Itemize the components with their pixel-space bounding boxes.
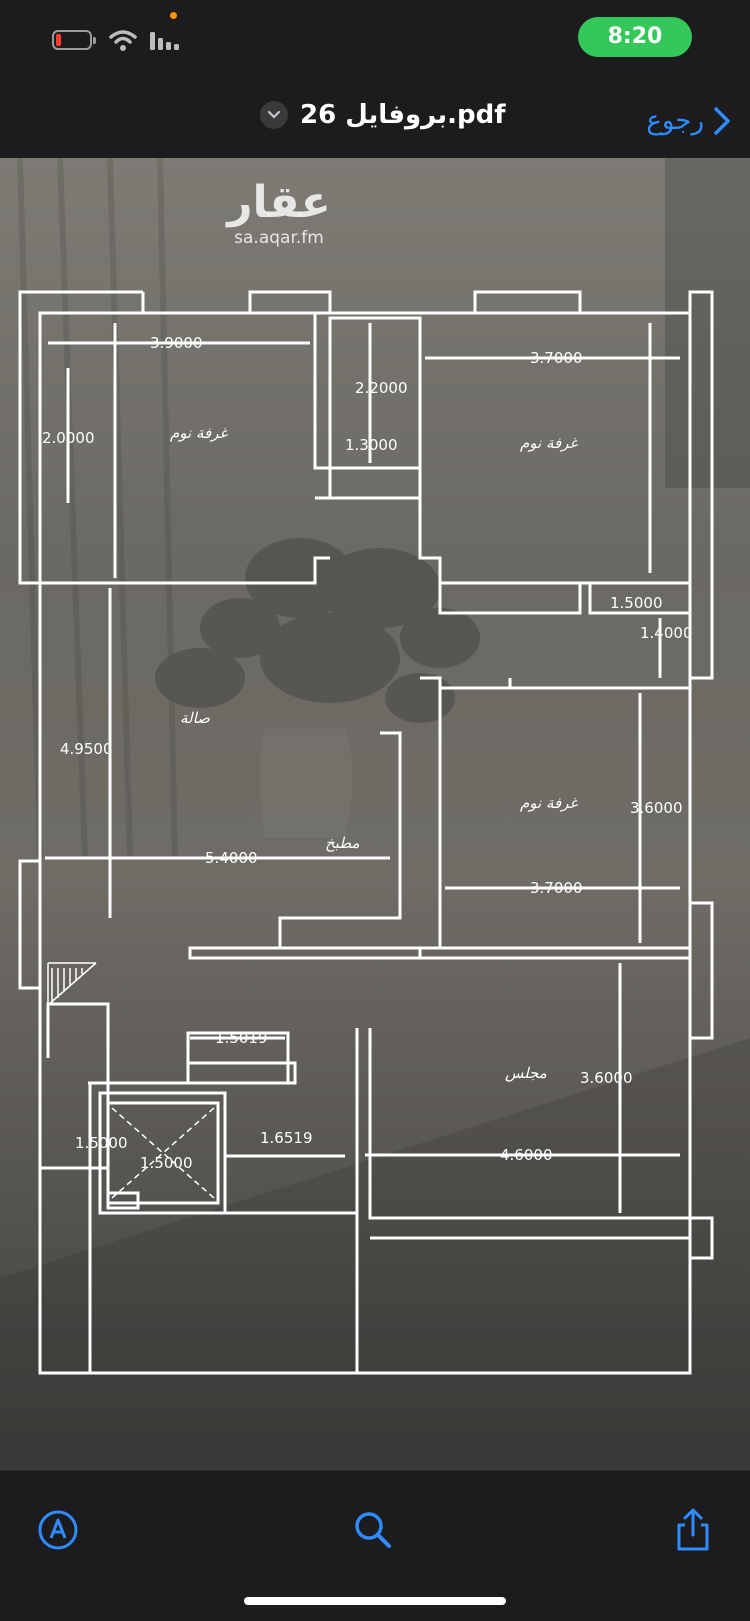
document-title-group[interactable]: بروفايل 26.pdf	[260, 100, 506, 130]
dim-label: 1.3000	[345, 436, 398, 454]
search-icon	[355, 1512, 391, 1548]
battery-icon	[52, 30, 96, 50]
room-label: غرفة نوم	[170, 424, 228, 442]
share-button[interactable]	[668, 1505, 718, 1555]
home-indicator[interactable]	[244, 1597, 506, 1605]
dim-label: 4.6000	[500, 1146, 553, 1164]
dim-label: 5.4000	[205, 849, 258, 867]
dim-label: 1.5000	[140, 1154, 193, 1172]
dim-label: 1.4000	[640, 624, 693, 642]
dim-label: 2.0000	[42, 429, 95, 447]
room-label: مطبخ	[325, 834, 360, 852]
dim-label: 1.5000	[75, 1134, 128, 1152]
dim-label: 1.6519	[260, 1129, 313, 1147]
share-icon	[677, 1508, 709, 1551]
pdf-page[interactable]: 3.9000 3.7000 2.2000 1.3000 2.0000 1.500…	[0, 158, 750, 1470]
wifi-icon	[109, 30, 137, 51]
back-button[interactable]: رجوع	[646, 98, 732, 144]
back-label: رجوع	[646, 106, 704, 136]
title-menu-button[interactable]	[260, 101, 288, 129]
dim-label: 4.9500	[60, 740, 113, 758]
watermark-url: sa.aqar.fm	[234, 228, 324, 248]
room-label: صالة	[180, 709, 210, 727]
background-photo	[0, 158, 750, 1470]
status-bar: 8:20	[0, 0, 750, 86]
bottom-toolbar	[0, 1470, 750, 1621]
dim-label: 3.6000	[580, 1069, 633, 1087]
room-label: مجلس	[505, 1064, 547, 1082]
privacy-indicator-dot	[170, 12, 177, 19]
search-button[interactable]	[348, 1505, 398, 1555]
dim-label: 3.7000	[530, 349, 583, 367]
dim-label: 3.6000	[630, 799, 683, 817]
markup-pen-icon	[38, 1510, 78, 1550]
dim-label: 1.5000	[610, 594, 663, 612]
dim-label: 2.2000	[355, 379, 408, 397]
chevron-down-icon	[267, 110, 281, 119]
watermark: عقار sa.aqar.fm	[214, 177, 344, 249]
watermark-logo: عقار	[227, 177, 331, 228]
dim-label: 1.5019	[215, 1029, 268, 1047]
status-time[interactable]: 8:20	[578, 17, 692, 57]
document-title: بروفايل 26.pdf	[300, 100, 506, 130]
dim-label: 3.9000	[150, 334, 203, 352]
cellular-signal-icon	[150, 32, 179, 50]
room-label: غرفة نوم	[520, 434, 578, 452]
markup-button[interactable]	[33, 1505, 83, 1555]
room-label: غرفة نوم	[520, 794, 578, 812]
dim-label: 3.7000	[530, 879, 583, 897]
nav-bar: رجوع بروفايل 26.pdf	[0, 86, 750, 159]
chevron-left-icon	[714, 107, 730, 135]
floor-plan-drawing: 3.9000 3.7000 2.2000 1.3000 2.0000 1.500…	[18, 290, 714, 1375]
